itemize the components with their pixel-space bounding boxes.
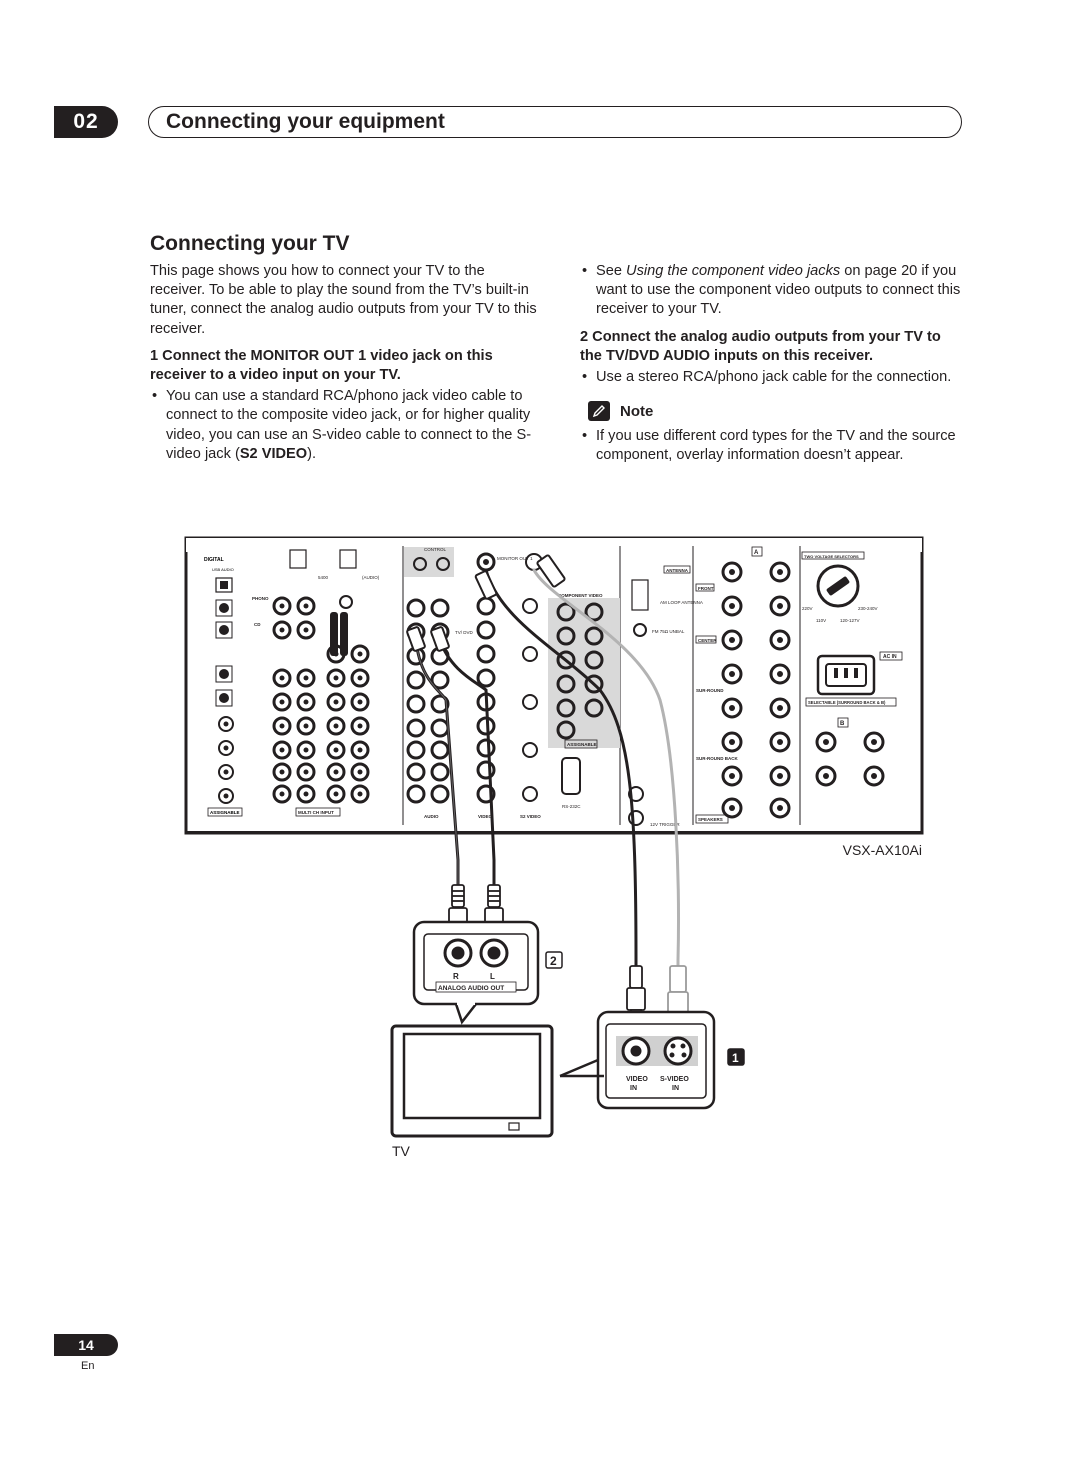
phono-label: PHONO <box>252 596 269 601</box>
speakers-a-label: A <box>754 550 759 556</box>
callout-1: 1 <box>727 1048 745 1066</box>
ac-in-label: AC IN <box>883 654 897 660</box>
section-title: Connecting your TV <box>150 232 350 255</box>
language-code: En <box>81 1360 95 1372</box>
callout-2: 2 <box>545 951 563 969</box>
assignable-label-1: ASSIGNABLE <box>210 810 240 815</box>
component-video-bullet: See Using the component video jacks on p… <box>580 262 965 320</box>
chapter-title-bar <box>148 106 962 138</box>
surround-back-label: SUR-ROUND BACK <box>696 756 738 761</box>
center-label: CENTER <box>698 638 717 643</box>
front-label: FRONT <box>698 586 714 591</box>
v110-label: 110V <box>816 618 826 623</box>
multich-label: MULTI CH INPUT <box>298 810 334 815</box>
voltage-ac-section: TWO VOLTAGE SELECTORS 220V 230-240V 110V… <box>801 551 903 696</box>
v120-label: 120-127V <box>840 618 860 623</box>
component-video-reference: Using the component video jacks <box>626 263 841 279</box>
tv-video-in-label: VIDEO <box>626 1076 648 1083</box>
am-loop-label: AM LOOP ANTENNA <box>660 600 703 605</box>
chapter-number-badge: 02 <box>54 106 118 138</box>
component-video-label: COMPONENT VIDEO <box>558 593 603 598</box>
cd-label: CD <box>254 622 261 627</box>
5400-label: 5400 <box>318 575 329 580</box>
chapter-title: Connecting your equipment <box>166 110 445 133</box>
fm-label: FM 75Ω UNBAL <box>652 629 685 634</box>
see-text: See <box>596 263 627 279</box>
speakers-b-label: B <box>840 721 845 727</box>
two-voltage-label: TWO VOLTAGE SELECTORS <box>804 554 859 559</box>
selectable-label: SELECTABLE (SURROUND BACK & B) <box>808 700 886 705</box>
s2-video-term: S2 VIDEO <box>239 445 308 462</box>
digital-inputs: DIGITAL USB AUDIO ASSIGNABLE <box>204 557 243 817</box>
step-2-heading: 2 Connect the analog audio outputs from … <box>580 328 941 364</box>
rs232c-label: RS-232C <box>562 804 581 809</box>
video-label: VIDEO <box>478 814 493 819</box>
v230-label: 230-240V <box>858 606 878 611</box>
tv-svideo-in-sub: IN <box>672 1085 679 1092</box>
assignable-label-2: ASSIGNABLE <box>567 742 597 747</box>
callout-2-number: 2 <box>550 954 557 968</box>
tv-label: TV <box>392 1143 410 1159</box>
tv-audio-out-panel: R L ANALOG AUDIO OUT <box>412 884 540 1025</box>
tv-analog-audio-out-label: ANALOG AUDIO OUT <box>438 985 504 992</box>
usb-label: USB AUDIO <box>212 567 234 572</box>
s2-video-label: S2 VIDEO <box>520 814 541 819</box>
bullet-text: You can use a standard RCA/phono jack vi… <box>166 388 532 462</box>
tv-audio-l-label: L <box>490 972 495 981</box>
intro-paragraph: This page shows you how to connect your … <box>150 263 537 337</box>
note-heading: Note <box>588 401 965 422</box>
audio-label: AUDIO <box>424 814 439 819</box>
step-2-bullet: Use a stereo RCA/phono jack cable for th… <box>580 368 965 387</box>
note-bullet: If you use different cord types for the … <box>580 427 965 465</box>
receiver-rear-panel: DIGITAL USB AUDIO ASSIGNABLE PHONO CD <box>184 536 924 835</box>
left-column: This page shows you how to connect your … <box>150 262 542 464</box>
12v-trigger-label: 12V TRIGGER <box>650 822 680 827</box>
bullet-text-end: ). <box>307 445 317 462</box>
tv-audio-r-label: R <box>453 972 459 981</box>
antenna-label: ANTENNA <box>666 568 689 573</box>
surround-label: SUR-ROUND <box>696 688 724 693</box>
component-video-jacks: COMPONENT VIDEO ASSIGNABLE RS-232C <box>556 593 604 809</box>
tv-svideo-in-label: S-VIDEO <box>660 1076 689 1083</box>
tvdvd-label: TV/ DVD <box>455 630 474 635</box>
note-title: Note <box>620 402 654 420</box>
tv-video-in-sub: IN <box>630 1085 637 1092</box>
callout-1-number: 1 <box>732 1051 739 1065</box>
step-1-bullet: You can use a standard RCA/phono jack vi… <box>150 387 542 464</box>
speaker-terminals: A <box>695 546 897 824</box>
see-text-end: on page 20 if you want to use the compon… <box>596 263 961 318</box>
analog-audio-jacks: PHONO CD <box>252 549 380 817</box>
pencil-note-icon <box>588 401 610 422</box>
receiver-model-label: VSX-AX10Ai <box>842 842 922 858</box>
digital-label: DIGITAL <box>204 557 224 563</box>
right-column: See Using the component video jacks on p… <box>580 262 965 466</box>
monitor-out-label: MONITOR OUT 1 <box>497 556 533 561</box>
audio-sub-label: (AUDIO) <box>362 575 380 580</box>
page-number: 14 <box>54 1334 118 1356</box>
control-label: CONTROL <box>424 547 446 552</box>
step-1-heading: 1 Connect the MONITOR OUT 1 video jack o… <box>150 347 493 384</box>
cables <box>406 554 680 987</box>
antenna-terminals: ANTENNA AM LOOP ANTENNA FM 75Ω UNBAL 12V… <box>628 565 703 827</box>
tv-video-in-panel: VIDEO S-VIDEO IN IN <box>559 965 716 1110</box>
speakers-label: SPEAKERS <box>698 817 723 822</box>
av-jacks: CONTROL MONITOR OUT 1 AUDIO VIDEO S2 <box>406 547 543 819</box>
tv-drawing <box>390 1024 554 1138</box>
v220-label: 220V <box>802 606 813 611</box>
